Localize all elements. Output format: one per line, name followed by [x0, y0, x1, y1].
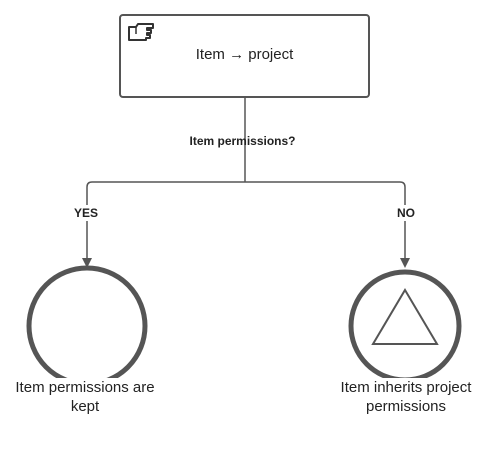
kept-end-node	[26, 265, 148, 387]
process-label: Item → project	[195, 46, 294, 63]
process-box: Item → project	[119, 14, 370, 98]
hand-pointing-icon	[128, 23, 154, 41]
triangle-icon	[371, 288, 439, 345]
kept-outcome-label: Item permissions are kept	[10, 378, 160, 416]
no-branch-label: NO	[376, 205, 436, 221]
yes-connector	[82, 181, 245, 268]
no-connector	[245, 181, 410, 268]
inherits-outcome-label: Item inherits project permissions	[331, 378, 481, 416]
yes-branch-label: YES	[56, 205, 116, 221]
decision-label: Item permissions?	[189, 134, 296, 148]
